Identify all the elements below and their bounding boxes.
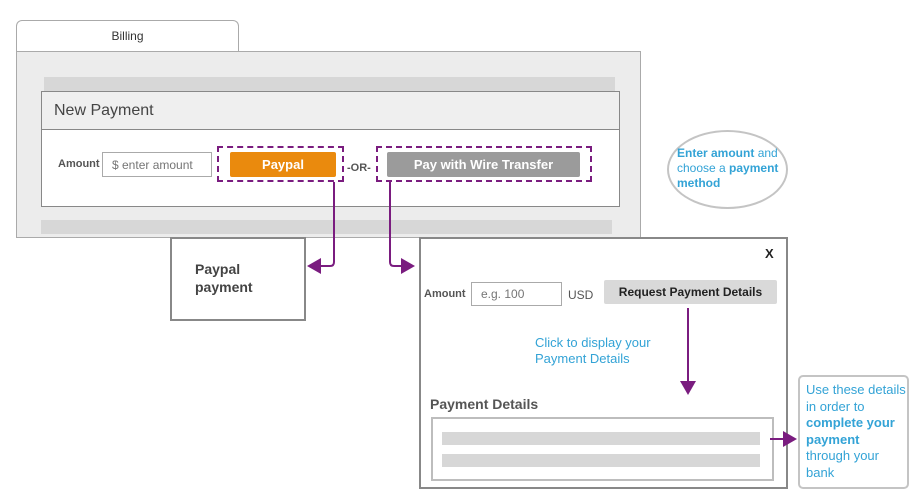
wire-transfer-button[interactable]: Pay with Wire Transfer	[387, 152, 580, 177]
dialog-amount-input[interactable]	[471, 282, 562, 306]
paypal-payment-label: Paypal payment	[195, 261, 253, 295]
instruction-note	[798, 375, 909, 489]
payment-details-box	[431, 417, 774, 481]
wire-highlight	[376, 146, 592, 182]
amount-input[interactable]	[102, 152, 212, 177]
instruction-note-text: Use these details in order to complete y…	[806, 382, 906, 480]
new-payment-header	[42, 92, 619, 130]
placeholder-bar	[41, 220, 612, 234]
paypal-button[interactable]: Paypal	[230, 152, 336, 177]
paypal-payment-box	[170, 237, 306, 321]
new-payment-title: New Payment	[54, 102, 154, 119]
close-icon[interactable]: X	[765, 246, 774, 261]
tab-billing[interactable]: Billing	[16, 20, 239, 52]
amount-label: Amount	[58, 158, 100, 170]
instruction-bubble	[667, 130, 788, 209]
currency-label: USD	[568, 288, 594, 302]
payment-details-placeholder	[442, 432, 760, 445]
dialog-amount-label: Amount	[424, 288, 466, 300]
wire-arrow	[389, 182, 415, 274]
or-separator: -OR-	[347, 162, 371, 174]
instruction-bubble-text: Enter amount and choose a payment method	[677, 146, 779, 190]
payment-details-title: Payment Details	[430, 396, 539, 412]
paypal-arrow	[307, 182, 335, 274]
paypal-highlight	[217, 146, 344, 182]
request-payment-details-button[interactable]: Request Payment Details	[604, 280, 777, 304]
payment-details-placeholder	[442, 454, 760, 467]
tab-billing-label: Billing	[111, 29, 144, 43]
placeholder-bar	[44, 77, 615, 91]
request-hint-annotation: Click to display your Payment Details	[535, 335, 651, 366]
